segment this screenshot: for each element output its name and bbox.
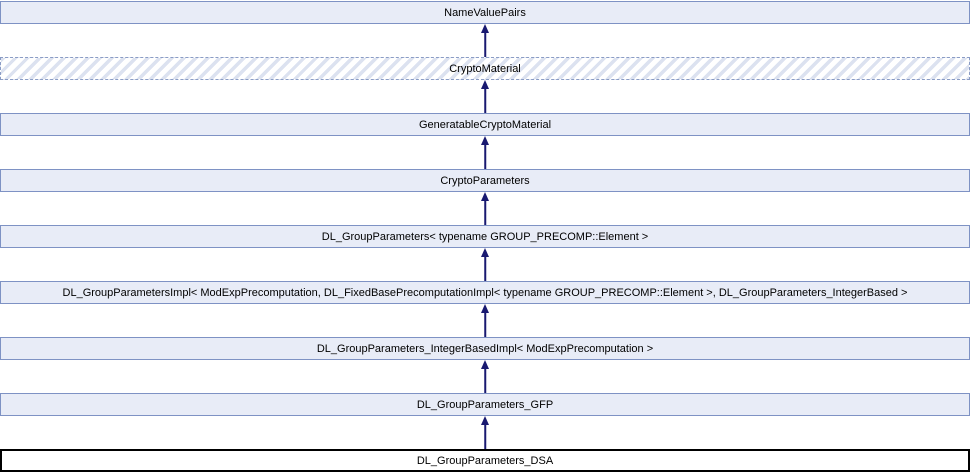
arrow-line [484,88,486,113]
class-node-generatablecryptomaterial[interactable]: GeneratableCryptoMaterial [0,113,970,136]
class-node-dl-groupparameters-integerbasedimpl[interactable]: DL_GroupParameters_IntegerBasedImpl< Mod… [0,337,970,360]
class-node-namevaluepairs[interactable]: NameValuePairs [0,1,970,24]
inheritance-arrow-2 [0,80,970,113]
class-node-dl-groupparameters-gfp[interactable]: DL_GroupParameters_GFP [0,393,970,416]
arrow-line [484,312,486,337]
inheritance-arrow-6 [0,304,970,337]
class-node-dl-groupparameters-dsa: DL_GroupParameters_DSA [0,449,970,472]
arrowhead-up-icon [481,304,489,313]
arrow-line [484,200,486,225]
arrowhead-up-icon [481,248,489,257]
arrowhead-up-icon [481,24,489,33]
class-node-cryptomaterial[interactable]: CryptoMaterial [0,57,970,80]
arrowhead-up-icon [481,416,489,425]
arrowhead-up-icon [481,360,489,369]
inheritance-arrow-3 [0,136,970,169]
arrow-line [484,144,486,169]
inheritance-arrow-1 [0,24,970,57]
arrow-line [484,32,486,57]
arrowhead-up-icon [481,136,489,145]
inheritance-arrow-4 [0,192,970,225]
inheritance-arrow-8 [0,416,970,449]
class-node-dl-groupparameters[interactable]: DL_GroupParameters< typename GROUP_PRECO… [0,225,970,248]
arrow-line [484,368,486,393]
class-node-dl-groupparametersimpl[interactable]: DL_GroupParametersImpl< ModExpPrecomputa… [0,281,970,304]
arrow-line [484,256,486,281]
inheritance-arrow-5 [0,248,970,281]
arrowhead-up-icon [481,80,489,89]
inheritance-arrow-7 [0,360,970,393]
arrow-line [484,424,486,449]
class-node-cryptoparameters[interactable]: CryptoParameters [0,169,970,192]
arrowhead-up-icon [481,192,489,201]
